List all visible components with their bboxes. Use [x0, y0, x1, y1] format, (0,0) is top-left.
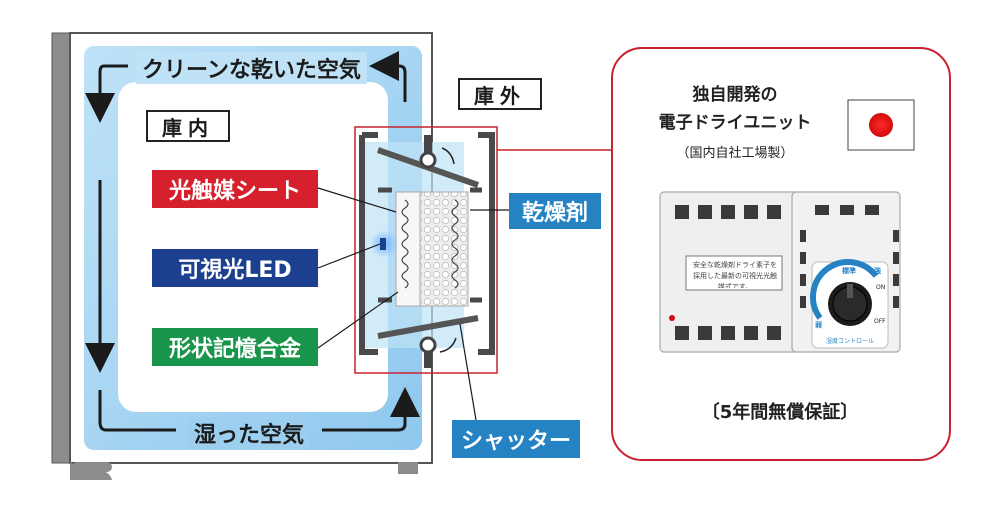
- device-label-text: 安全な乾燥剤ドライ素子を採用した最新の可視光光触媒式です。: [693, 261, 777, 288]
- outside-label: 庫外: [458, 78, 542, 110]
- arrow-bottom-right: [322, 387, 420, 432]
- unit-made-in: （国内自社工場製）: [676, 146, 794, 161]
- cabinet-door-edge: [51, 32, 71, 464]
- housing-right: [478, 132, 495, 355]
- arrow-top-right: [369, 51, 407, 102]
- shutter-label: シャッター: [452, 420, 580, 458]
- mechanism-callout-frame: [354, 126, 498, 374]
- device-vents-top: [675, 205, 879, 219]
- dial-mid-text: 標準: [842, 267, 856, 275]
- photocatalyst-label: 光触媒シート: [152, 170, 318, 208]
- dial-off-text: OFF: [874, 318, 886, 325]
- desiccant-block: [419, 191, 469, 307]
- dry-unit-device: [659, 191, 901, 353]
- dial-caption-text: 湿度コントロール: [826, 338, 875, 345]
- warranty-text: 〔5年間無償保証〕: [701, 402, 859, 423]
- device-info-label: [685, 255, 783, 291]
- dial-high-text: 強: [874, 267, 881, 275]
- leader-lines: [317, 149, 612, 421]
- shutter-bottom: [377, 315, 479, 339]
- unit-title-line2: 電子ドライユニット: [658, 113, 812, 133]
- hinge-top: [419, 151, 437, 169]
- spring-right: [451, 199, 459, 289]
- device-vents-bottom: [675, 326, 781, 340]
- arrow-bottom-left: [98, 390, 176, 432]
- airflow-arrows: [85, 51, 420, 432]
- dial-on-text: ON: [876, 284, 886, 291]
- device-side-vents: [800, 230, 899, 308]
- led-chip: [380, 238, 386, 250]
- clean-dry-air-label: クリーンな乾いた空気: [136, 52, 367, 84]
- dial-low-text: 弱: [815, 321, 822, 329]
- photocatalyst-sheet: [395, 191, 421, 307]
- device-status-led: [669, 315, 675, 321]
- desiccant-label: 乾燥剤: [509, 193, 601, 229]
- hinge-bottom: [419, 336, 437, 354]
- visible-led-label: 可視光LED: [152, 249, 318, 287]
- dry-unit-mechanism: [354, 126, 498, 374]
- humid-air-label: 湿った空気: [188, 417, 311, 449]
- arrow-top-left: [85, 64, 128, 123]
- unit-panel: [611, 47, 951, 461]
- spring-left: [401, 199, 409, 289]
- shape-memory-alloy-label: 形状記憶合金: [152, 328, 318, 366]
- inside-label: 庫内: [146, 110, 230, 142]
- housing-left: [359, 132, 378, 355]
- unit-title-line1: 独自開発の: [692, 85, 778, 105]
- cabinet-foot-right: [398, 462, 418, 474]
